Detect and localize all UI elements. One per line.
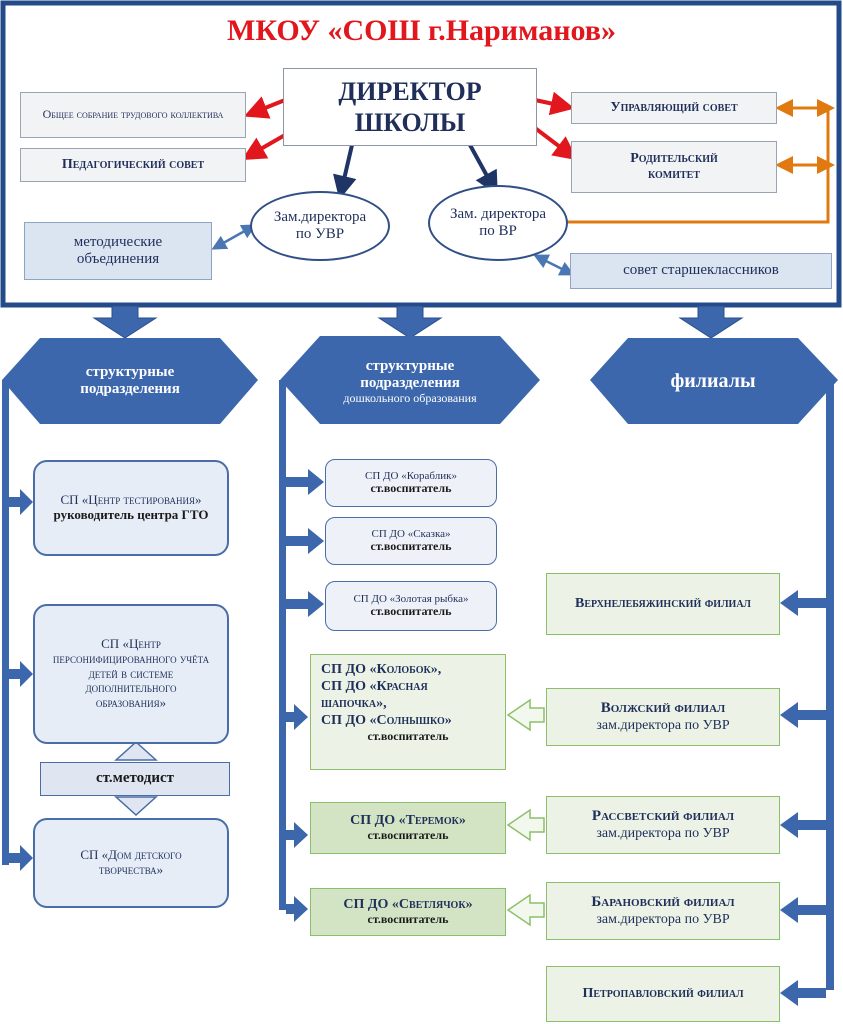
spine-right [826, 380, 834, 990]
arrow-to-general-meeting [243, 96, 286, 119]
methodical-box: методические объединения [24, 222, 212, 280]
down-arrow-center [377, 305, 443, 339]
unit-gto-head: руководитель центра ГТО [53, 507, 209, 522]
unit-ddt: СП «Дом детского творчества» [33, 818, 229, 908]
arrow-center-1 [286, 469, 324, 495]
page-title: МКОУ «СОШ г.Нариманов» [227, 14, 616, 47]
unit-gto: СП «Центр тестирования» руководитель цен… [33, 460, 229, 556]
down-arrow-right [678, 305, 744, 339]
unit-pfdo: СП «Центр персонифицированного учёта дет… [33, 604, 229, 744]
methodist-box: ст.методист [40, 762, 230, 796]
green-arrow-3 [506, 893, 545, 927]
preschool-unit-name: СП ДО «Сказка» [371, 527, 451, 540]
hex-preschool-title: структурные подразделения [360, 357, 460, 392]
arrow-center-6 [286, 896, 308, 922]
hex-preschool-sub: дошкольного образования [343, 391, 477, 406]
branch-name: Верхнелебяжинский филиал [575, 595, 751, 611]
senior-council-box: совет старшеклассников [570, 253, 832, 289]
branch-head: зам.директора по УВР [596, 911, 730, 927]
hex-struct [2, 338, 258, 424]
link-methodical-uvr [211, 224, 257, 250]
spine-left [2, 380, 9, 865]
branch-name: Петропавловский филиал [582, 985, 744, 1001]
branch-box: Рассветский филиал зам.директора по УВР [546, 796, 780, 854]
preschool-green-unit: СП ДО «Светлячок» ст.воспитатель [310, 888, 506, 936]
arrow-right-3 [780, 812, 826, 838]
director-line-1: ДИРЕКТОР [338, 76, 482, 106]
preschool-unit: СП ДО «Золотая рыбка» ст.воспитатель [325, 581, 497, 631]
arrow-to-ped-council [241, 133, 286, 160]
preschool-unit: СП ДО «Сказка» ст.воспитатель [325, 517, 497, 565]
managing-council-box: Управляющий совет [571, 92, 777, 124]
hex-preschool [280, 336, 540, 424]
arrow-to-managing-council [534, 91, 575, 116]
preschool-unit: СП ДО «Кораблик» ст.воспитатель [325, 459, 497, 507]
preschool-green-unit: СП ДО «Колобок», СП ДО «Красная шапочка»… [310, 654, 506, 770]
deputy-uvr-ellipse: Зам.директора по УВР [250, 191, 390, 261]
hex-preschool-label: структурные подразделения дошкольного об… [320, 340, 500, 424]
preschool-green-unit: СП ДО «Теремок» ст.воспитатель [310, 802, 506, 854]
preschool-unit-head: ст.воспитатель [370, 539, 452, 554]
ped-council-box: Педагогический совет [20, 148, 246, 182]
unit-gto-name: СП «Центр тестирования» [60, 492, 202, 508]
hex-branches [590, 338, 838, 424]
branch-box: Барановский филиал зам.директора по УВР [546, 882, 780, 940]
triangle-up [114, 740, 158, 761]
director-box: ДИРЕКТОР ШКОЛЫ [283, 68, 537, 146]
branch-box: Петропавловский филиал [546, 966, 780, 1022]
parents-committee-box: Родительский комитет [571, 141, 777, 193]
arrow-right-2 [780, 702, 826, 728]
down-arrow-left [92, 305, 158, 339]
link-vr-senior [533, 254, 575, 276]
general-meeting-box: Общее собрание трудового коллектива [20, 92, 246, 138]
preschool-unit-name: СП ДО «Золотая рыбка» [353, 592, 469, 605]
preschool-unit-head: ст.воспитатель [370, 604, 452, 619]
green-line: СП ДО «Теремок» [350, 813, 466, 829]
triangle-down [114, 796, 158, 817]
arrow-center-5 [286, 822, 308, 848]
green-arrow-1 [506, 698, 545, 732]
spine-center [279, 380, 286, 910]
arrow-center-3 [286, 591, 324, 617]
green-arrow-2 [506, 808, 545, 842]
arrow-to-vr [468, 144, 498, 196]
branch-name: Барановский филиал [591, 894, 735, 911]
branch-head: зам.директора по УВР [596, 825, 730, 841]
branch-head: зам.директора по УВР [596, 717, 730, 733]
preschool-unit-head: ст.воспитатель [370, 481, 452, 496]
green-line: СП ДО «Солнышко» [321, 713, 452, 729]
arrow-left-2 [9, 661, 33, 687]
arrow-right-5 [780, 980, 826, 1006]
hex-struct-label: структурные подразделения [80, 363, 180, 397]
branch-box: Волжский филиал зам.директора по УВР [546, 688, 780, 746]
arrow-right-4 [780, 897, 826, 923]
arrow-left-1 [9, 489, 33, 515]
branch-name: Рассветский филиал [591, 808, 735, 825]
arrow-center-4 [286, 704, 308, 730]
arrow-center-2 [286, 528, 324, 554]
preschool-unit-name: СП ДО «Кораблик» [365, 469, 457, 482]
arrow-right-1 [780, 590, 826, 616]
green-line: СП ДО «Колобок», [321, 662, 442, 677]
arrow-left-3 [9, 845, 33, 871]
deputy-vr-ellipse: Зам. директора по ВР [428, 185, 568, 261]
green-line: СП ДО «Светлячок» [343, 897, 473, 913]
arrow-to-parents [533, 126, 578, 161]
hex-branches-label: филиалы [670, 369, 756, 392]
green-head: ст.воспитатель [367, 729, 449, 744]
green-head: ст.воспитатель [367, 828, 449, 843]
orange-bracket [567, 108, 830, 224]
green-head: ст.воспитатель [367, 912, 449, 927]
green-line: СП ДО «Красная шапочка», [321, 679, 428, 712]
branch-box: Верхнелебяжинский филиал [546, 573, 780, 635]
branch-name: Волжский филиал [600, 700, 726, 717]
arrow-to-uvr [333, 144, 357, 200]
director-line-2: ШКОЛЫ [354, 108, 466, 137]
